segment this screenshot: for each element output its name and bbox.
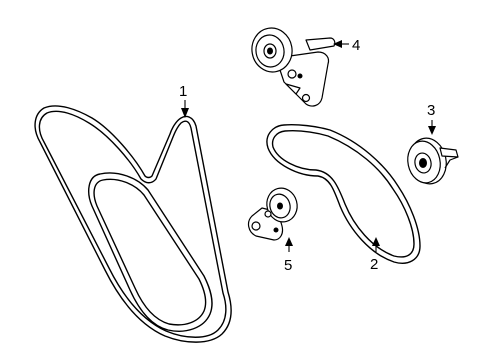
callout-2: 2	[370, 237, 380, 273]
callout-label-4: 4	[352, 37, 360, 54]
serpentine-belt-large	[34, 105, 232, 343]
callout-label-2: 2	[370, 256, 378, 273]
belt-tensioner-lower	[247, 187, 298, 241]
callout-1: 1	[179, 83, 189, 118]
idler-pulley	[407, 137, 459, 185]
callout-5: 5	[284, 237, 293, 274]
callout-label-5: 5	[284, 257, 292, 274]
callout-label-3: 3	[427, 102, 435, 119]
callout-label-1: 1	[179, 83, 187, 100]
callout-3: 3	[427, 102, 436, 135]
belt-tensioner-upper	[251, 27, 336, 107]
callout-4: 4	[333, 37, 360, 54]
serpentine-belt-small	[266, 124, 421, 264]
